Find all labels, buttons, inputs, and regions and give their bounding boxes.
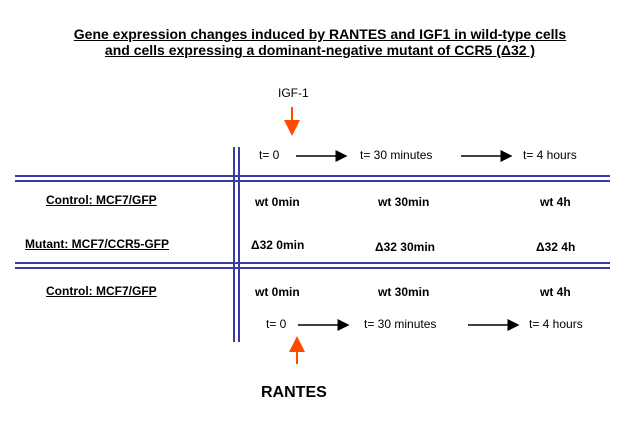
row-label-control-1: Control: MCF7/GFP bbox=[46, 193, 157, 207]
title-line-1: Gene expression changes induced by RANTE… bbox=[73, 26, 567, 42]
top-time-4h: t= 4 hours bbox=[523, 148, 577, 162]
bottom-time-0: t= 0 bbox=[266, 317, 287, 331]
bottom-time-30min: t= 30 minutes bbox=[364, 317, 437, 331]
cell-mutant-30min: Δ32 30min bbox=[375, 240, 435, 254]
row-label-control-2: Control: MCF7/GFP bbox=[46, 284, 157, 298]
cell-control2-4h: wt 4h bbox=[540, 285, 571, 299]
cell-control2-30min: wt 30min bbox=[378, 285, 430, 299]
cell-mutant-0min: Δ32 0min bbox=[251, 238, 305, 252]
cell-control1-0min: wt 0min bbox=[255, 195, 300, 209]
cell-control2-0min: wt 0min bbox=[255, 285, 300, 299]
top-time-0: t= 0 bbox=[259, 148, 280, 162]
row-label-mutant: Mutant: MCF7/CCR5-GFP bbox=[25, 237, 169, 251]
stimulus-igf1-label: IGF-1 bbox=[278, 86, 309, 100]
bottom-time-4h: t= 4 hours bbox=[529, 317, 583, 331]
cell-control1-30min: wt 30min bbox=[378, 195, 430, 209]
cell-mutant-4h: Δ32 4h bbox=[536, 240, 576, 254]
top-time-30min: t= 30 minutes bbox=[360, 148, 433, 162]
title-line-2: and cells expressing a dominant-negative… bbox=[104, 42, 536, 58]
cell-control1-4h: wt 4h bbox=[540, 195, 571, 209]
stimulus-rantes-label: RANTES bbox=[261, 384, 327, 401]
